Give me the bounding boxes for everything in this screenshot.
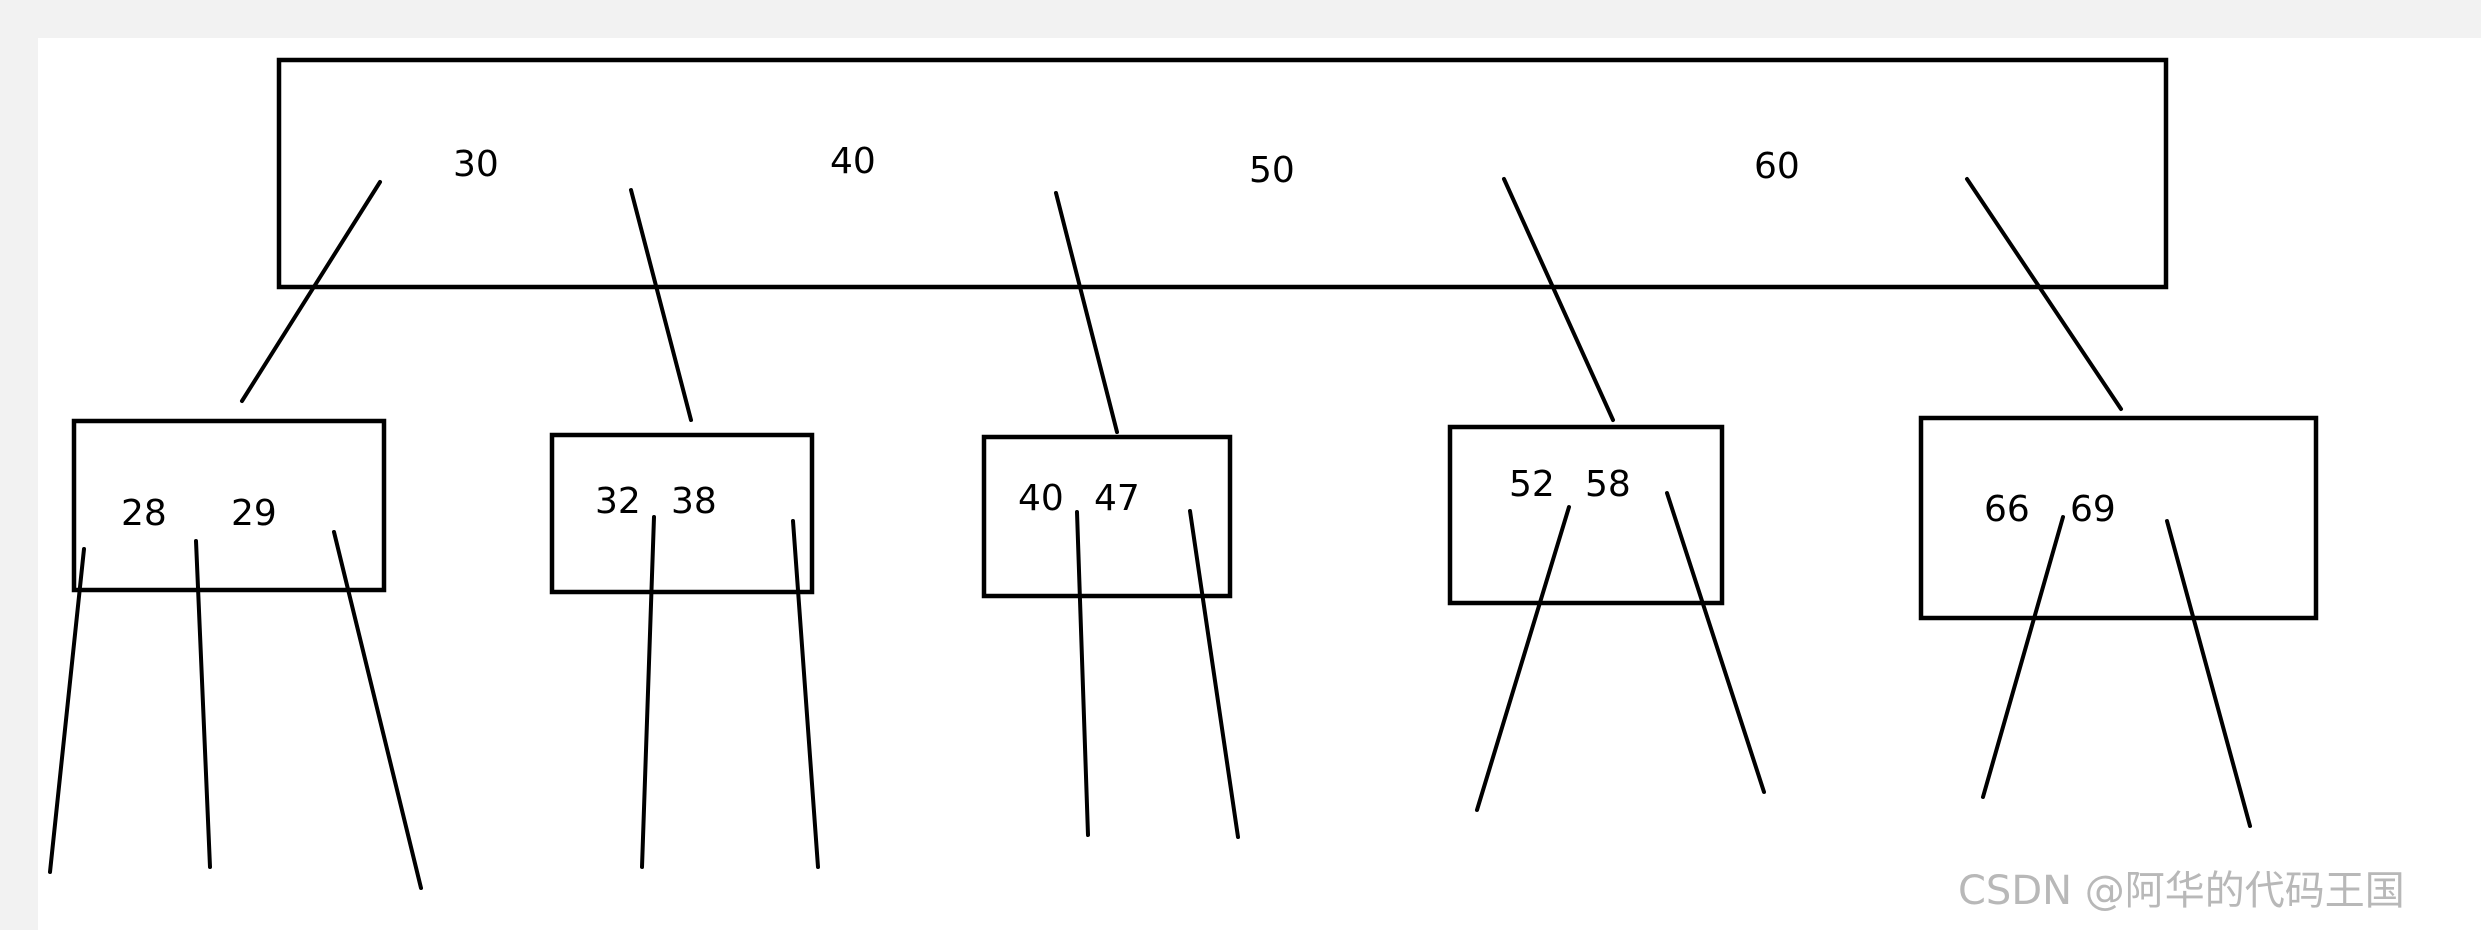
drawing-area (38, 38, 2481, 930)
root-pointer-3 (1054, 191, 1119, 434)
root-node: 30 40 50 60 (276, 57, 2169, 290)
child-node-5-pointer-2 (2165, 519, 2252, 828)
child-node-2-pointer-1 (640, 515, 656, 869)
child-node-3-key-2: 47 (1094, 478, 1140, 519)
root-key-4: 60 (1754, 146, 1800, 187)
child-node-4-pointer-2 (1665, 491, 1766, 794)
child-node-1-pointer-3 (332, 530, 423, 890)
child-node-4-key-2: 58 (1585, 464, 1631, 505)
root-key-3: 50 (1249, 150, 1295, 191)
child-node-1-box (71, 418, 387, 593)
child-node-3-box (981, 434, 1233, 599)
child-node-5: 66 69 (1918, 415, 2319, 828)
child-node-1-pointer-2 (194, 539, 212, 869)
child-node-1-pointer-1 (48, 547, 86, 874)
child-node-3-pointer-1 (1075, 510, 1090, 837)
root-pointer-1 (240, 180, 382, 403)
child-node-5-box (1918, 415, 2319, 621)
root-key-1: 30 (453, 144, 499, 185)
child-node-5-key-2: 69 (2070, 489, 2116, 530)
root-key-2: 40 (830, 141, 876, 182)
child-node-4: 52 58 (1447, 424, 1766, 812)
child-node-5-pointer-1 (1981, 515, 2065, 799)
root-pointer-5 (1965, 177, 2123, 411)
child-node-2-key-2: 38 (671, 481, 717, 522)
child-node-3-pointer-2 (1188, 509, 1240, 839)
root-pointer-4 (1502, 177, 1615, 422)
child-node-2-pointer-2 (791, 519, 820, 869)
child-node-5-key-1: 66 (1984, 489, 2030, 530)
root-pointers (240, 177, 2123, 434)
child-node-1-key-2: 29 (231, 493, 277, 534)
child-node-2: 32 38 (549, 432, 820, 869)
child-node-1-key-1: 28 (121, 493, 167, 534)
child-node-4-box (1447, 424, 1725, 606)
watermark-text: CSDN @阿华的代码王国 (1958, 868, 2405, 914)
child-node-2-key-1: 32 (595, 481, 641, 522)
root-pointer-2 (629, 188, 693, 422)
child-node-3-key-1: 40 (1018, 478, 1064, 519)
child-node-1: 28 29 (48, 418, 423, 890)
root-node-box (276, 57, 2169, 290)
child-node-4-key-1: 52 (1509, 464, 1555, 505)
child-node-2-box (549, 432, 815, 595)
child-node-4-pointer-1 (1475, 505, 1571, 812)
child-node-3: 40 47 (981, 434, 1240, 839)
